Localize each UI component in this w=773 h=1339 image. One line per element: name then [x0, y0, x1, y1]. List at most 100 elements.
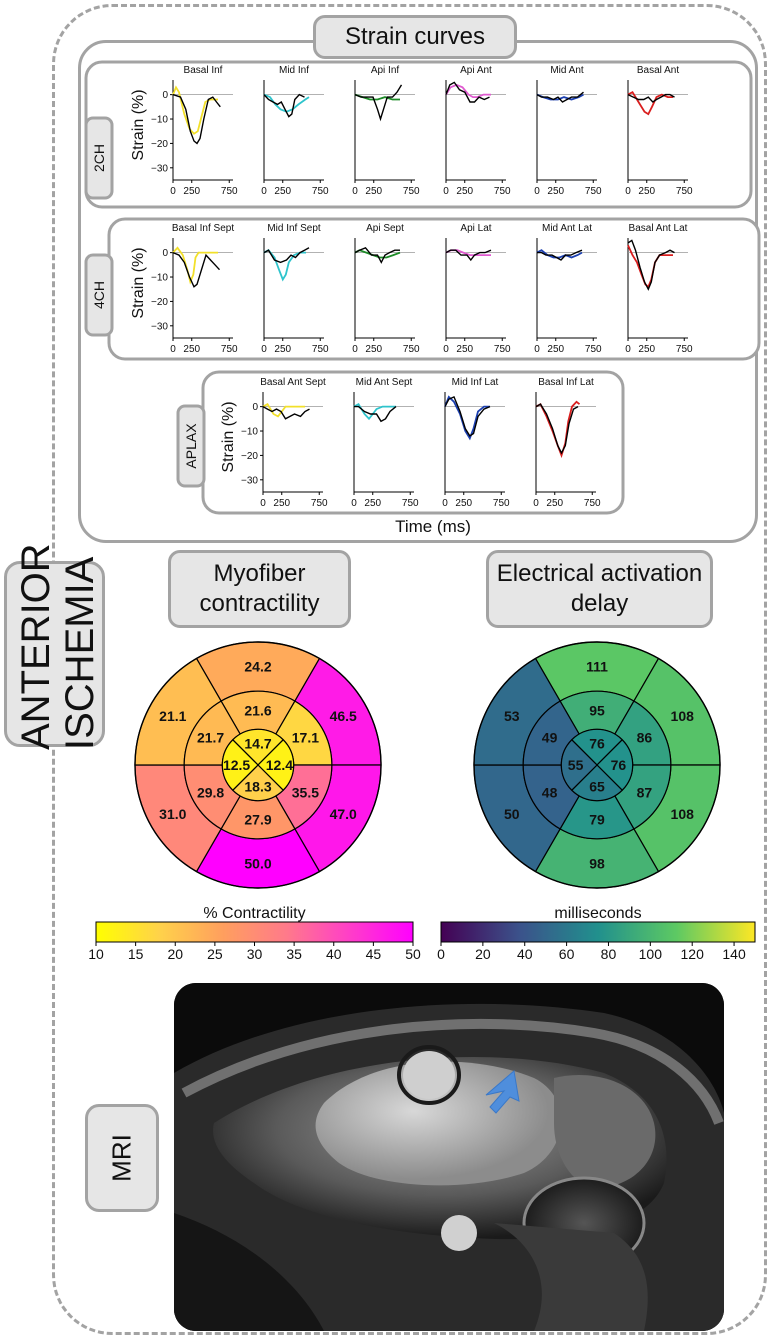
x-tick-label: 0 — [534, 186, 540, 197]
middle-segment-value: 35.5 — [292, 784, 319, 800]
inner-segment — [231, 764, 285, 802]
y-tick-label: −30 — [151, 321, 168, 332]
x-tick-label: 250 — [274, 344, 291, 355]
middle-segment-value: 21.7 — [197, 730, 224, 746]
inner-segment — [560, 738, 598, 792]
colorbar-tick-label: 100 — [639, 946, 663, 962]
panel-title: Basal Inf — [184, 65, 223, 76]
x-tick-label: 250 — [638, 344, 655, 355]
x-tick-label: 750 — [221, 344, 238, 355]
measured-curve — [354, 405, 397, 423]
colorbar-tick-label: 40 — [517, 946, 533, 962]
inner-segment — [570, 764, 624, 802]
panel-title: Mid Ant Lat — [542, 223, 592, 234]
measured-curve — [444, 395, 491, 437]
simulated-curve — [535, 400, 581, 459]
colorbar-tick-label: 80 — [601, 946, 617, 962]
panel-title: Basal Inf Sept — [172, 223, 234, 234]
measured-curve — [354, 246, 400, 264]
simulated-curve — [444, 395, 490, 441]
colorbar-tick-label: 35 — [286, 946, 302, 962]
measured-curve — [627, 93, 675, 103]
x-tick-label: 750 — [221, 186, 238, 197]
bullseye-outline — [473, 641, 721, 889]
x-tick-label: 0 — [625, 344, 631, 355]
panel-title: Basal Ant Sept — [260, 377, 326, 388]
x-tick-label: 250 — [273, 498, 290, 509]
inner-segment-value: 65 — [589, 778, 605, 794]
panel-title: Mid Ant — [550, 65, 584, 76]
panel-title: Api Sept — [366, 223, 404, 234]
x-tick-label: 750 — [584, 498, 601, 509]
y-tick-label: −20 — [151, 297, 168, 308]
row-label-box — [84, 116, 114, 200]
x-tick-label: 250 — [183, 186, 200, 197]
x-tick-label: 250 — [183, 344, 200, 355]
y-axis-label: Strain (%) — [130, 247, 147, 318]
outer-segment-value: 108 — [671, 806, 695, 822]
x-tick-label: 750 — [676, 344, 693, 355]
x-tick-label: 250 — [638, 186, 655, 197]
x-tick-label: 0 — [351, 498, 357, 509]
x-tick-label: 750 — [493, 498, 510, 509]
x-tick-label: 250 — [365, 186, 382, 197]
colorbar-tick-label: 120 — [681, 946, 705, 962]
inner-segment-value: 12.4 — [266, 757, 293, 773]
outer-segment-value: 111 — [586, 659, 608, 675]
measured-curve — [354, 84, 403, 122]
x-tick-label: 750 — [311, 498, 328, 509]
row-label: 2CH — [91, 144, 107, 172]
y-tick-label: −30 — [151, 163, 168, 174]
inner-segment-value: 18.3 — [244, 778, 271, 794]
middle-segment-value: 29.8 — [197, 784, 224, 800]
row-label-box — [84, 253, 114, 337]
x-tick-label: 0 — [533, 498, 539, 509]
panel-title: Basal Ant — [637, 65, 679, 76]
inner-segment-value: 76 — [589, 736, 605, 752]
colorbar — [440, 921, 756, 943]
measured-curve — [263, 247, 310, 264]
measured-curve — [172, 93, 221, 145]
outer-segment-value: 50.0 — [244, 855, 271, 871]
x-tick-label: 750 — [403, 344, 420, 355]
inner-segment — [221, 738, 259, 792]
simulated-curve — [536, 249, 583, 259]
inner-segment — [231, 728, 285, 766]
x-tick-label: 0 — [352, 344, 358, 355]
middle-segment-value: 17.1 — [292, 730, 319, 746]
arrow-icon — [485, 1070, 520, 1114]
middle-segment-value: 87 — [637, 784, 653, 800]
inner-segment — [570, 728, 624, 766]
measured-curve — [535, 403, 579, 455]
middle-segment-value: 86 — [637, 730, 653, 746]
outer-segment-value: 53 — [504, 708, 520, 724]
x-tick-label: 750 — [585, 186, 602, 197]
panel-title: Mid Inf — [279, 65, 309, 76]
x-tick-label: 0 — [534, 344, 540, 355]
x-tick-label: 750 — [494, 186, 511, 197]
x-axis-label: Time (ms) — [395, 517, 471, 536]
colorbar-tick-label: 10 — [88, 946, 104, 962]
simulated-curve — [172, 85, 218, 135]
colorbar-tick-label: 15 — [128, 946, 144, 962]
simulated-curve — [172, 246, 218, 285]
outer-segment-value: 108 — [671, 708, 695, 724]
simulated-curve — [627, 244, 673, 289]
middle-segment-value: 95 — [589, 702, 605, 718]
x-tick-label: 750 — [494, 344, 511, 355]
x-tick-label: 250 — [274, 186, 291, 197]
y-tick-label: −10 — [151, 115, 168, 126]
